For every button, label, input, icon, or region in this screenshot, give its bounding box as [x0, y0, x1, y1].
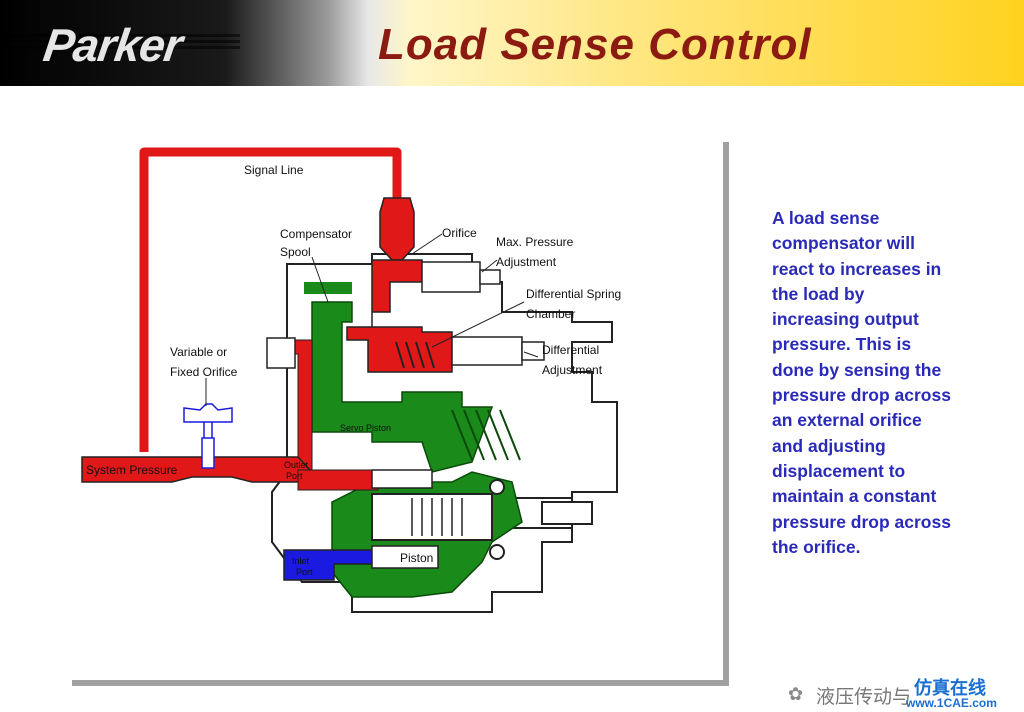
label-servo-piston: Servo Piston [340, 423, 391, 433]
label-system-pressure: System Pressure [86, 463, 178, 477]
compensator-spool-cap [266, 337, 296, 369]
slide-title: Load Sense Control [378, 20, 812, 69]
diagram-frame: Signal Line Compensator Spool Orifice Ma… [72, 142, 729, 686]
label-compensator-1: Compensator [280, 227, 352, 241]
wechat-icon: ✿ [788, 684, 804, 704]
label-variable-2: Fixed Orifice [170, 365, 238, 379]
load-sense-pump-diagram: Signal Line Compensator Spool Orifice Ma… [81, 147, 621, 613]
label-outlet-2: Port [286, 471, 303, 481]
compensator-case-port [304, 282, 352, 294]
differential-spring [395, 341, 435, 369]
system-pressure-line [81, 456, 313, 489]
barrel-splines [411, 498, 463, 536]
orifice-body [379, 197, 415, 261]
label-piston: Piston [400, 551, 433, 565]
shaft-end [541, 501, 593, 525]
label-signal-line: Signal Line [244, 163, 304, 177]
bearing-top [489, 479, 505, 495]
label-diff-spring-2: Chamber [526, 307, 575, 321]
servo-piston-chamber [311, 301, 494, 473]
label-orifice: Orifice [442, 226, 477, 240]
label-compensator-2: Spool [280, 245, 311, 259]
label-variable-1: Variable or [170, 345, 227, 359]
header-banner: Parker Load Sense Control [0, 0, 1024, 86]
watermark-text: 液压传动与 [816, 686, 912, 708]
label-diff-spring-1: Differential Spring [526, 287, 621, 301]
differential-screw [521, 341, 545, 361]
variable-orifice-icon [183, 403, 233, 469]
signal-line [139, 147, 402, 452]
servo-spring [451, 409, 521, 461]
watermark-url: www.1CAE.com [906, 696, 997, 710]
parker-logo: Parker [40, 19, 185, 71]
logo-stripes [0, 34, 240, 50]
label-inlet-2: Port [296, 567, 313, 577]
inlet-piston [371, 545, 439, 569]
leader-lines [205, 233, 539, 406]
label-outlet-1: Outlet [284, 460, 309, 470]
bearing-bottom [489, 544, 505, 560]
max-pressure-adjustment [421, 261, 481, 293]
label-differential-1: Differential [542, 343, 599, 357]
outlet-port [297, 469, 379, 491]
label-max-pressure-2: Adjustment [496, 255, 557, 269]
description-text: A load sense compensator will react to i… [772, 208, 951, 557]
watermark-brand: 仿真在线 [914, 678, 986, 699]
differential-adjustment [451, 336, 523, 366]
label-inlet-1: Inlet [292, 556, 310, 566]
max-pressure-screw [479, 269, 501, 285]
outlet-kidney [371, 469, 433, 489]
watermark: ✿ 液压传动与 仿真在线 www.1CAE.com [788, 676, 1024, 712]
label-max-pressure-1: Max. Pressure [496, 235, 574, 249]
label-differential-2: Adjustment [542, 363, 603, 377]
